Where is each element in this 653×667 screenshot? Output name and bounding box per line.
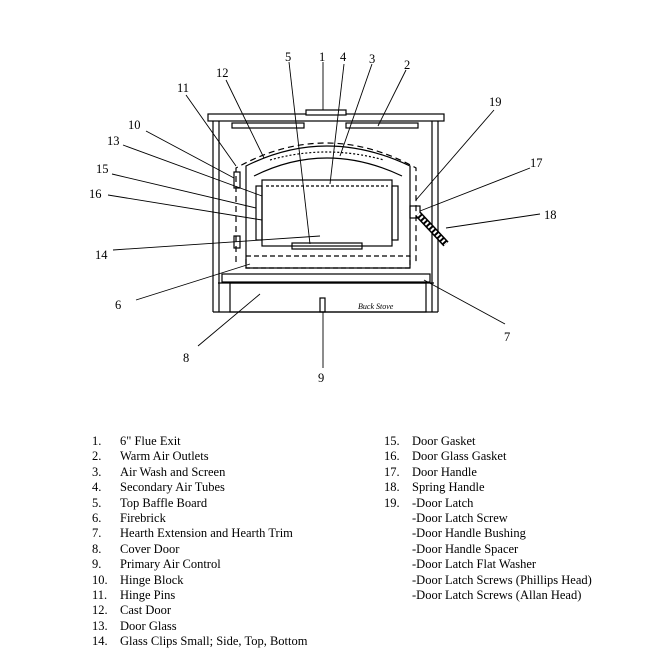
cover-door bbox=[229, 282, 427, 313]
firebox-dashed-outline bbox=[235, 142, 417, 262]
flue-exit bbox=[305, 109, 347, 116]
legend-item: 7.Hearth Extension and Hearth Trim bbox=[92, 526, 293, 541]
callout-18: 18 bbox=[544, 208, 557, 222]
warm-air-outlet-left bbox=[231, 122, 305, 129]
legend-item: 3.Air Wash and Screen bbox=[92, 464, 226, 479]
legend-item: 11.Hinge Pins bbox=[92, 587, 176, 602]
latch-part-item: -Door Latch Screws (Allan Head) bbox=[412, 587, 582, 602]
callout-16: 16 bbox=[89, 187, 102, 201]
legend-item: 18.Spring Handle bbox=[384, 480, 485, 495]
warm-air-outlet-right bbox=[345, 122, 419, 129]
legend-item: 13.Door Glass bbox=[92, 618, 177, 633]
primary-air-control bbox=[319, 297, 326, 313]
latch-part-item: -Door Handle Bushing bbox=[412, 526, 526, 541]
callout-17: 17 bbox=[530, 156, 543, 170]
callout-10: 10 bbox=[128, 118, 141, 132]
legend-item: 19.-Door Latch bbox=[384, 495, 474, 510]
callout-9: 9 bbox=[318, 371, 324, 385]
legend-item: 4.Secondary Air Tubes bbox=[92, 480, 225, 495]
firebrick bbox=[245, 255, 411, 269]
leader-lines bbox=[107, 61, 541, 368]
callout-6: 6 bbox=[115, 298, 121, 312]
legend-item: 14.Glass Clips Small; Side, Top, Bottom bbox=[92, 634, 308, 649]
spring-handle bbox=[415, 211, 449, 247]
callout-11: 11 bbox=[177, 81, 189, 95]
cast-door bbox=[245, 145, 411, 269]
callout-3: 3 bbox=[369, 52, 375, 66]
hearth-extension bbox=[221, 273, 431, 283]
door-glass bbox=[261, 179, 393, 247]
callout-8: 8 bbox=[183, 351, 189, 365]
brand-mark: Buck Stove bbox=[358, 302, 394, 311]
legend-item: 5.Top Baffle Board bbox=[92, 495, 208, 510]
legend-item: 12.Cast Door bbox=[92, 603, 172, 618]
legend-item: 9.Primary Air Control bbox=[92, 557, 221, 572]
parts-legend-right: 15.Door Gasket 16.Door Glass Gasket 17.D… bbox=[384, 434, 592, 603]
stove-body bbox=[207, 109, 449, 313]
door-handle bbox=[409, 205, 421, 219]
callout-1: 1 bbox=[319, 50, 325, 64]
cast-door-inner-arch bbox=[253, 157, 403, 177]
callout-7: 7 bbox=[504, 330, 510, 344]
latch-part-item: -Door Latch Screws (Phillips Head) bbox=[412, 572, 592, 587]
callout-12: 12 bbox=[216, 66, 229, 80]
callout-15: 15 bbox=[96, 162, 109, 176]
legend-item: 10.Hinge Block bbox=[92, 572, 184, 587]
glass-clip-right bbox=[391, 185, 399, 241]
legend-item: 16.Door Glass Gasket bbox=[384, 449, 507, 464]
legend-item: 8.Cover Door bbox=[92, 541, 180, 556]
glass-clip-bottom bbox=[291, 242, 363, 250]
hinge-block bbox=[233, 171, 241, 189]
legend-item: 17.Door Handle bbox=[384, 464, 477, 479]
callout-14: 14 bbox=[95, 248, 108, 262]
latch-part-item: -Door Latch Flat Washer bbox=[412, 557, 537, 572]
callout-4: 4 bbox=[340, 50, 347, 64]
legend-item: 2.Warm Air Outlets bbox=[92, 449, 209, 464]
latch-part-item: -Door Latch Screw bbox=[412, 510, 508, 525]
legend-item: 6.Firebrick bbox=[92, 510, 166, 525]
air-wash-screen bbox=[269, 151, 385, 161]
legend-item: 1.6" Flue Exit bbox=[92, 434, 181, 448]
callout-13: 13 bbox=[107, 134, 120, 148]
callout-labels: 1 2 3 4 5 6 7 8 9 10 11 12 13 14 15 16 1… bbox=[89, 50, 557, 385]
callout-2: 2 bbox=[404, 58, 410, 72]
callout-5: 5 bbox=[285, 50, 291, 64]
latch-part-item: -Door Handle Spacer bbox=[412, 541, 519, 556]
callout-19: 19 bbox=[489, 95, 502, 109]
legend-item: 15.Door Gasket bbox=[384, 434, 476, 448]
parts-legend-left: 1.6" Flue Exit 2.Warm Air Outlets 3.Air … bbox=[92, 434, 307, 649]
